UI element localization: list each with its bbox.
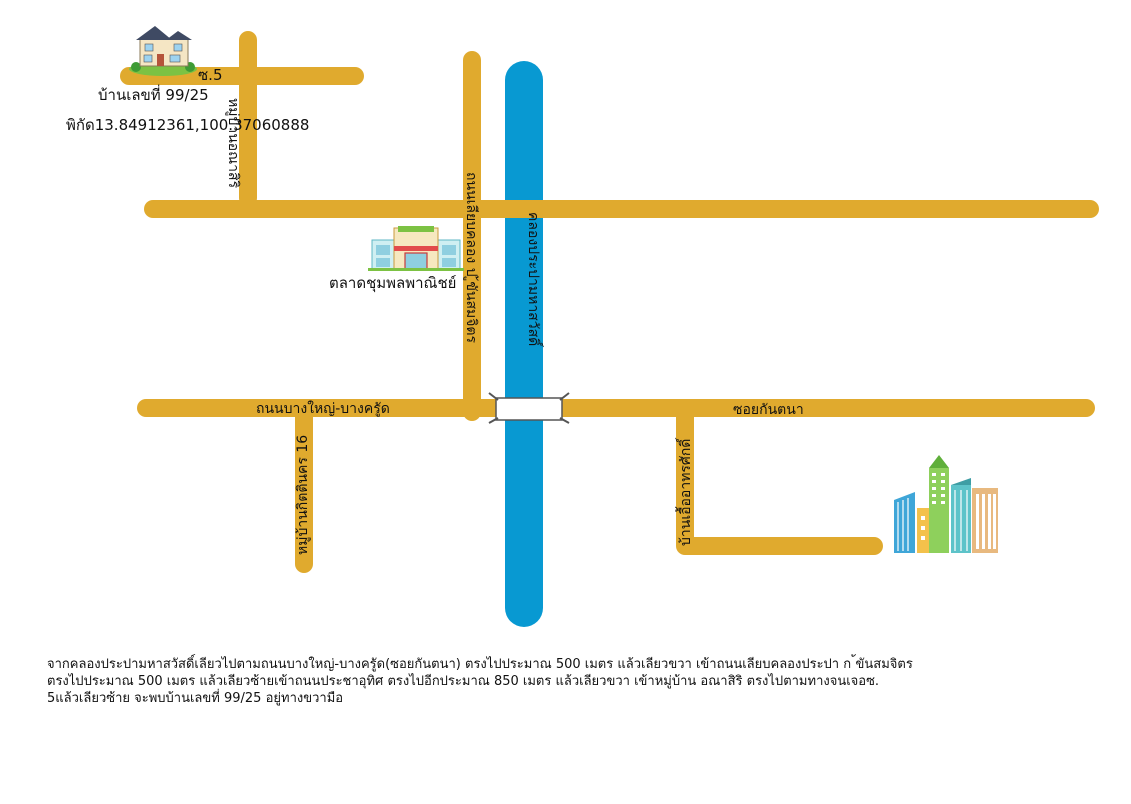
market-label: ตลาดชุมพลพาณิชย์	[329, 274, 457, 292]
house-icon	[129, 26, 197, 76]
house-coordinates: พิกัด13.84912361,100.37060888	[66, 116, 310, 134]
directions-line: จากคลองประปามหาสวัสดิ์เลียวไปตามถนนบางให…	[47, 657, 913, 672]
village-right-label: บ้านเอื้ออาทรศักดิ์	[678, 438, 694, 546]
village-kittinakhon-label: หมู่บ้านกิตตินคร 16	[295, 434, 311, 555]
market-building-icon	[368, 226, 464, 271]
canal-road-label: ถนนเลียบคลอง ป ู้ขันสมจิตร	[463, 172, 479, 344]
bridge	[488, 392, 570, 424]
road-bangyai-label: ถนนบางใหญ่-บางครูัด	[256, 401, 390, 417]
soi5-label: ซ.5	[198, 66, 223, 84]
house-label: บ้านเลขที่ 99/25	[98, 86, 209, 104]
canal-label: คลองประปามหาสวัสดิ์	[525, 212, 541, 347]
directions-line: 5แล้วเลียวซ้าย จะพบบ้านเลขที่ 99/25 อยู่…	[47, 691, 344, 706]
road-soi-kantana-label: ซอยกันตนา	[733, 402, 804, 418]
road-village-right	[676, 399, 883, 555]
directions-text: จากคลองประปามหาสวัสดิ์เลียวไปตามถนนบางให…	[47, 656, 1107, 707]
city-buildings-icon	[894, 455, 998, 553]
directions-line: ตรงไปประมาณ 500 เมตร แล้วเลียวซ้ายเข้าถน…	[47, 674, 880, 689]
village-anasiri-label: หมู่บ้านอณาสิริ	[225, 98, 241, 189]
